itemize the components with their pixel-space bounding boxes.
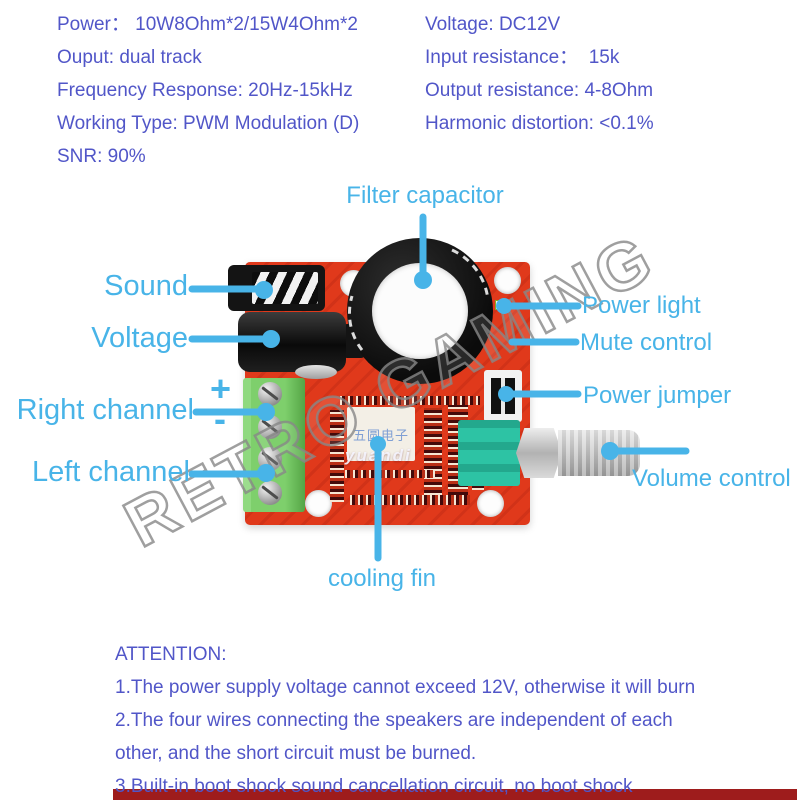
audio-jack <box>228 265 325 311</box>
specs-right-column: Voltage: DC12V Input resistance： 15k Out… <box>425 8 654 140</box>
mounting-hole <box>494 267 521 294</box>
attention-block: ATTENTION: 1.The power supply voltage ca… <box>115 638 695 800</box>
bottom-red-divider <box>113 789 797 800</box>
jumper-slit <box>501 378 505 414</box>
label-filter-capacitor: Filter capacitor <box>346 182 504 209</box>
spec-working-type: Working Type: PWM Modulation (D) <box>57 113 360 134</box>
label-minus-sign: - <box>214 398 226 439</box>
amplifier-pcb: 五圆电子 yuandi <box>228 238 640 525</box>
spec-power: Power： 10W8Ohm*2/15W4Ohm*2 <box>57 14 358 35</box>
potentiometer-nut <box>516 428 562 478</box>
label-volume-control: Volume control <box>632 465 791 492</box>
attention-line: 2.The four wires connecting the speakers… <box>115 710 673 731</box>
attention-line: other, and the short circuit must be bur… <box>115 743 477 764</box>
spec-output: Ouput: dual track <box>57 47 202 68</box>
specs-left-column: Power： 10W8Ohm*2/15W4Ohm*2 Ouput: dual t… <box>57 8 359 173</box>
mounting-hole <box>305 490 332 517</box>
terminal-screw <box>258 415 282 439</box>
attention-title: ATTENTION: <box>115 644 227 665</box>
spec-input-resistance: Input resistance： 15k <box>425 47 620 68</box>
power-jumper-component <box>484 370 522 422</box>
spec-harmonic-distortion: Harmonic distortion: <0.1% <box>425 113 654 134</box>
label-left-channel: Left channel <box>31 456 190 488</box>
attention-line: 3.Built-in boot shock sound cancellation… <box>115 776 633 797</box>
potentiometer-body <box>458 420 520 486</box>
spec-voltage: Voltage: DC12V <box>425 14 561 35</box>
board-brand-text: yuandi <box>345 446 412 465</box>
speaker-terminal-block <box>243 378 305 512</box>
volume-knob-shaft <box>558 430 640 476</box>
attention-line: 1.The power supply voltage cannot exceed… <box>115 677 696 698</box>
spec-snr: SNR: 90% <box>57 146 146 167</box>
mounting-hole <box>477 490 504 517</box>
smd-components <box>345 470 435 478</box>
smd-components <box>424 408 442 503</box>
smd-components <box>340 396 480 405</box>
dc-power-jack <box>238 312 346 372</box>
audio-jack-pins <box>252 272 318 304</box>
label-right-channel: Right channel <box>16 394 194 426</box>
label-mute-control: Mute control <box>580 329 713 356</box>
power-led-component <box>495 300 507 310</box>
spec-output-resistance: Output resistance: 4-8Ohm <box>425 80 654 101</box>
terminal-screw <box>258 481 282 505</box>
label-power-light: Power light <box>582 292 701 319</box>
label-sound: Sound <box>104 270 188 302</box>
filter-capacitor-top <box>372 263 468 359</box>
terminal-screw <box>258 447 282 471</box>
label-plus-sign: + <box>210 368 232 409</box>
terminal-screw <box>258 382 282 406</box>
filter-capacitor-component <box>347 238 493 384</box>
smd-components <box>330 410 344 502</box>
smd-components <box>350 495 470 505</box>
label-cooling-fin: cooling fin <box>327 565 437 592</box>
label-power-jumper: Power jumper <box>583 382 732 409</box>
label-voltage: Voltage <box>91 322 188 354</box>
spec-frequency: Frequency Response: 20Hz-15kHz <box>57 80 353 101</box>
capacitor-small <box>295 365 337 379</box>
